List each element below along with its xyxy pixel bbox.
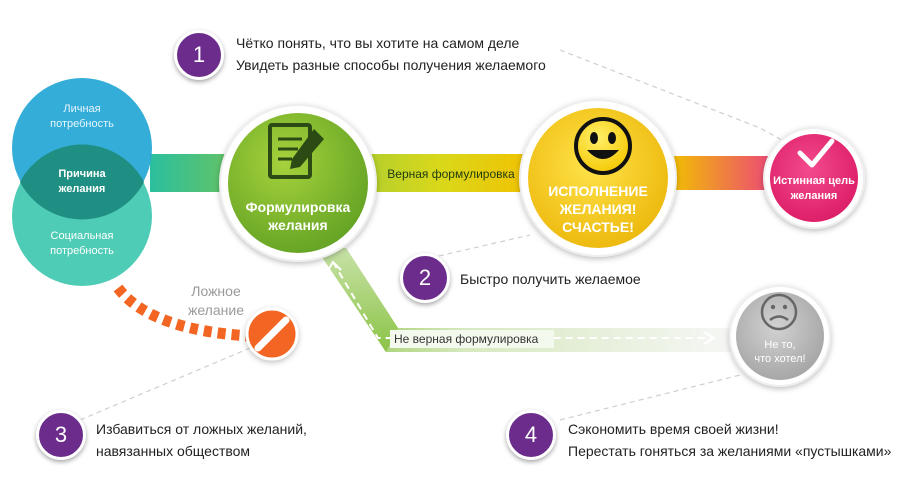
not-that-label: Не то, что хотел! [754, 339, 806, 365]
step-3-badge: 3 [36, 410, 86, 460]
desire-cause-label: Причина желания [58, 168, 106, 195]
false-desire-label: Ложное желание [188, 283, 244, 318]
sad-face-icon [760, 293, 798, 331]
personal-need-label: Личная потребность [50, 103, 114, 130]
true-goal-label: Истинная цель желания [773, 175, 855, 202]
goal-progress-bar [670, 156, 780, 190]
step-2-text: Быстро получить желаемое [460, 271, 641, 287]
step-4-text: Сэкономить время своей жизни! Перестать … [568, 421, 892, 459]
wrong-path-arrow-line [332, 261, 712, 339]
fulfillment-inner-circle [528, 108, 668, 248]
correct-formulation-label: Верная формулировка [387, 167, 515, 181]
connector-step2-to-fulfillment [429, 234, 531, 259]
step-1-badge: 1 [174, 30, 224, 80]
not-that-inner-circle [736, 292, 824, 380]
venn-overlap [20, 144, 144, 220]
connector-step4-to-not-that [559, 374, 741, 421]
prohibition-icon [245, 307, 299, 361]
fulfillment-label: ИСПОЛНЕНИЕ ЖЕЛАНИЯ! СЧАСТЬЕ! [548, 183, 648, 235]
smiley-face-icon [574, 117, 632, 175]
formulation-label: Формулировка желания [245, 199, 351, 233]
connector-step3-to-false [79, 347, 251, 421]
wrong-path-arrow-head [703, 331, 716, 345]
wrong-path-arrow-head-up [326, 260, 342, 273]
dashed-connectors [79, 49, 801, 421]
step-3-text: Избавиться от ложных желаний, навязанных… [96, 421, 307, 459]
social-need-label: Социальная потребность [50, 230, 114, 257]
step-4-badge: 4 [506, 410, 556, 460]
step-1-text: Чётко понять, что вы хотите на самом дел… [236, 35, 546, 73]
checkmark-icon [797, 138, 835, 168]
formulation-inner-circle [228, 113, 368, 253]
step-2-badge: 2 [400, 253, 450, 303]
wrong-path-band-upper [316, 248, 398, 352]
false-desire-dashed-curve [113, 284, 251, 342]
document-pencil-icon [268, 123, 324, 179]
wrong-formulation-label: Не верная формулировка [390, 330, 554, 348]
true-goal-inner-circle [770, 134, 858, 222]
